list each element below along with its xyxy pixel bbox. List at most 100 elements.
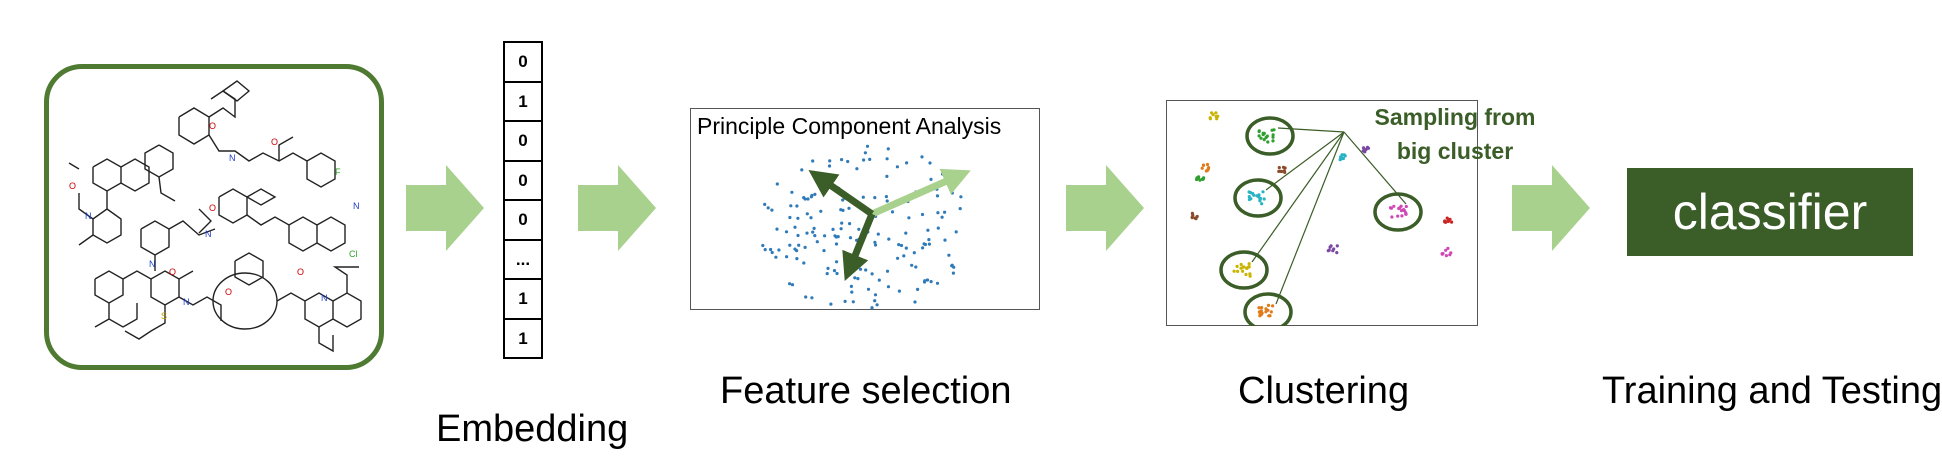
cluster-point: [1329, 243, 1333, 247]
cluster-point: [1201, 163, 1205, 167]
cluster-point: [1395, 214, 1399, 218]
cluster-point: [1263, 309, 1267, 313]
data-point: [885, 156, 889, 160]
sampling-line: [1274, 131, 1345, 304]
data-point: [760, 243, 764, 247]
cluster-point: [1389, 206, 1393, 210]
data-point: [940, 215, 944, 219]
cluster-point: [1361, 145, 1365, 149]
embedding-cell: 1: [505, 280, 541, 320]
data-point: [885, 198, 889, 203]
cluster-point: [1343, 153, 1347, 157]
data-point: [795, 233, 800, 237]
embedding-label: Embedding: [436, 408, 629, 450]
cluster-point: [1200, 166, 1204, 170]
cluster-point: [1190, 213, 1194, 217]
flow-arrow-4: [1512, 165, 1590, 251]
data-point: [895, 256, 899, 260]
flow-arrow-1: [406, 165, 484, 251]
cluster-point: [1399, 213, 1403, 217]
data-point: [839, 226, 843, 230]
data-point: [858, 267, 862, 271]
cluster-point: [1444, 253, 1448, 257]
embedding-cell: 0: [505, 122, 541, 162]
cluster-point: [1449, 220, 1453, 224]
data-point: [818, 209, 822, 213]
data-point: [873, 292, 877, 296]
cluster-point: [1244, 266, 1248, 270]
data-point: [852, 275, 856, 279]
cluster-point: [1330, 248, 1334, 252]
cluster-point: [1334, 250, 1338, 254]
data-point: [804, 231, 809, 235]
cluster-point: [1327, 248, 1331, 252]
svg-text:F: F: [335, 167, 341, 177]
data-point: [794, 248, 798, 252]
data-point: [834, 234, 838, 239]
cluster-point: [1211, 112, 1215, 116]
data-point: [935, 281, 939, 285]
data-point: [919, 154, 924, 158]
molecule-structures: O O O O O O O N N N N N N N Cl F S: [68, 80, 362, 353]
data-point: [940, 171, 944, 176]
cluster-point: [1259, 305, 1263, 309]
cluster-point: [1197, 178, 1201, 182]
embedding-cell: 0: [505, 201, 541, 241]
data-point: [863, 150, 867, 154]
cluster-point: [1270, 135, 1275, 139]
data-point: [884, 194, 888, 198]
data-point: [809, 194, 813, 198]
data-point: [922, 241, 926, 245]
cluster-point: [1340, 152, 1344, 156]
data-point: [763, 247, 767, 251]
sampling-line: [1343, 131, 1406, 204]
cluster-point: [1399, 208, 1403, 212]
pca-plot: Principle Component Analysis: [690, 108, 1040, 310]
pca-title: Principle Component Analysis: [697, 113, 1002, 139]
data-point: [897, 289, 901, 293]
svg-text:N: N: [149, 259, 156, 269]
cluster-point: [1232, 269, 1236, 273]
data-point: [885, 269, 889, 273]
data-point: [903, 231, 907, 235]
cluster-point: [1445, 246, 1449, 250]
data-point: [768, 247, 772, 251]
data-point: [870, 271, 874, 275]
data-point: [958, 194, 962, 198]
cluster-point: [1266, 303, 1270, 307]
data-point: [810, 230, 814, 234]
data-point: [958, 206, 962, 210]
cluster-point: [1193, 216, 1197, 220]
data-point: [787, 281, 791, 285]
data-point: [795, 216, 799, 220]
data-point: [762, 202, 766, 206]
data-point: [886, 284, 890, 288]
data-point: [790, 282, 794, 286]
data-point: [925, 228, 929, 232]
cluster-point: [1243, 272, 1248, 276]
cluster-point: [1259, 201, 1263, 205]
data-point: [822, 233, 826, 237]
data-point: [843, 299, 847, 303]
data-point: [849, 284, 853, 288]
svg-text:O: O: [209, 203, 216, 213]
cluster-point: [1239, 262, 1243, 266]
cluster-scatter: [1190, 110, 1453, 326]
data-point: [784, 229, 788, 233]
data-point: [856, 227, 860, 231]
sampled-cluster-circle: [1232, 177, 1283, 218]
data-point: [796, 243, 800, 247]
data-point: [915, 287, 919, 291]
data-point: [946, 253, 950, 257]
flow-arrow-3: [1066, 165, 1144, 251]
data-point: [901, 253, 905, 257]
data-point: [866, 287, 870, 291]
data-point: [906, 215, 910, 219]
data-point: [848, 235, 852, 239]
data-point: [875, 302, 879, 306]
data-point: [863, 267, 867, 272]
data-point: [876, 232, 880, 236]
sampled-cluster-circle: [1244, 115, 1295, 156]
data-point: [825, 271, 829, 275]
data-point: [926, 237, 930, 241]
